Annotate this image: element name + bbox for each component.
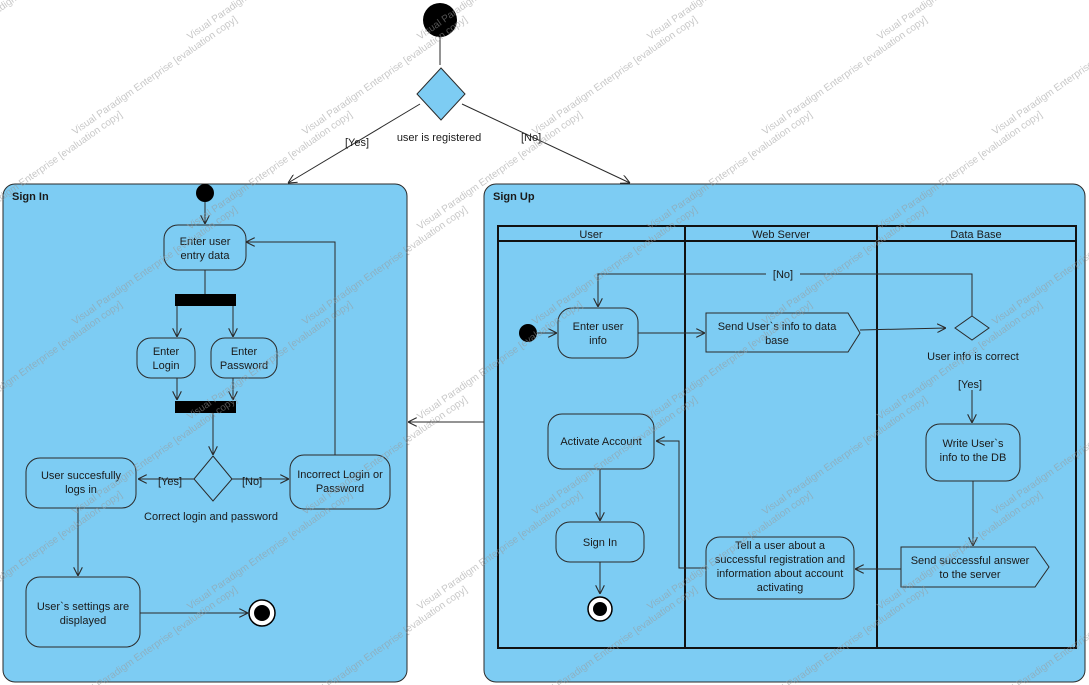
lane-user: User bbox=[579, 229, 603, 241]
sign-up-initial-node bbox=[519, 324, 537, 342]
user-info-decision bbox=[954, 315, 990, 341]
enter-password bbox=[210, 337, 278, 379]
lane-data-base: Data Base bbox=[950, 229, 1001, 241]
user-settings-displayed bbox=[25, 576, 141, 648]
user-info-decision-label: User info is correct bbox=[927, 351, 1019, 363]
login-decision-label: Correct login and password bbox=[144, 511, 278, 523]
sign-in-title: Sign In bbox=[12, 191, 49, 203]
sign-up-final-node bbox=[587, 596, 613, 622]
sign-up-title: Sign Up bbox=[493, 191, 535, 203]
send-successful-answer-signal bbox=[900, 546, 1050, 588]
user-info-no-label: [No] bbox=[773, 269, 793, 281]
watermark-text: Visual Paradigm Enterprise [evaluation c… bbox=[70, 14, 239, 137]
registered-decision bbox=[416, 67, 466, 121]
user-successfully-logs-in bbox=[25, 457, 137, 509]
incorrect-login-or-password bbox=[289, 454, 391, 510]
fork-bar bbox=[175, 294, 236, 306]
main-initial-node bbox=[423, 3, 457, 37]
login-decision bbox=[193, 455, 233, 502]
swimlanes: User Web Server Data Base bbox=[497, 225, 1077, 649]
top-yes-label: [Yes] bbox=[345, 137, 369, 149]
lane-web-server: Web Server bbox=[752, 229, 810, 241]
user-info-yes-label: [Yes] bbox=[958, 379, 982, 391]
svg-text:Sign In: Sign In bbox=[583, 537, 617, 549]
svg-text:Activate Account: Activate Account bbox=[560, 436, 641, 448]
watermark-text: Visual Paradigm Enterprise [evaluation c… bbox=[0, 0, 125, 42]
send-users-info-signal bbox=[705, 312, 861, 353]
sign-in-final-node bbox=[248, 599, 276, 627]
watermark-text: Visual Paradigm Enterprise [evaluation c… bbox=[530, 14, 699, 137]
registered-decision-label: user is registered bbox=[397, 132, 481, 144]
join-bar bbox=[175, 401, 236, 413]
enter-login bbox=[136, 337, 196, 379]
activate-account bbox=[547, 413, 655, 470]
login-yes-label: [Yes] bbox=[158, 476, 182, 488]
top-no-label: [No] bbox=[521, 132, 541, 144]
watermark-text: Visual Paradigm Enterprise [evaluation c… bbox=[760, 14, 929, 137]
sign-in-initial-node bbox=[196, 184, 214, 202]
login-no-label: [No] bbox=[242, 476, 262, 488]
